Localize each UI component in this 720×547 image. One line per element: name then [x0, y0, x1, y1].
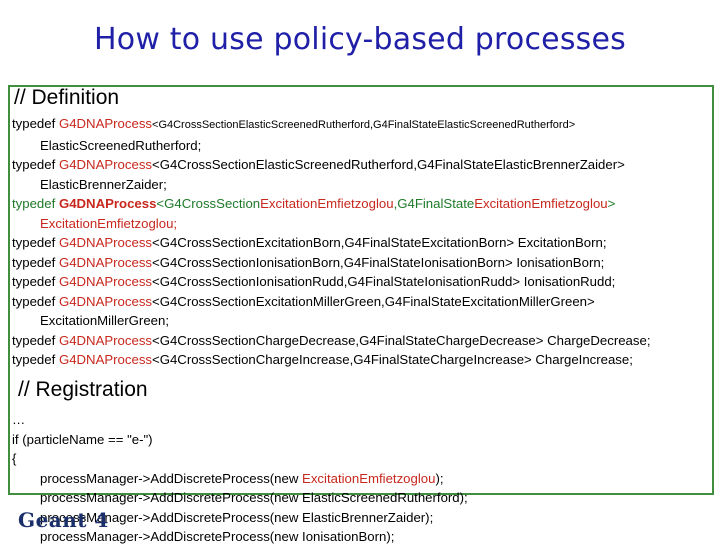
ellipsis: …	[12, 412, 26, 427]
content-frame	[8, 85, 714, 495]
typedef-name: ElasticBrennerZaider;	[40, 176, 167, 192]
typedef-name: ElasticScreenedRutherford;	[40, 137, 202, 153]
typedef-line: typedef G4DNAProcess<G4CrossSectionCharg…	[12, 332, 651, 348]
registration-heading: // Registration	[18, 378, 148, 401]
typedef-name: ExcitationEmfietzoglou;	[40, 215, 178, 231]
register-call: processManager->AddDiscreteProcess(new E…	[40, 490, 468, 505]
definition-heading: // Definition	[14, 86, 120, 109]
page-title: How to use policy-based processes	[94, 22, 626, 57]
definition-block: typedef G4DNAProcess<G4CrossSectionElast…	[12, 114, 712, 370]
typedef-line: typedef G4DNAProcess<G4CrossSectionExcit…	[12, 235, 607, 250]
typedef-line-highlight: typedef G4DNAProcess<G4CrossSectionExcit…	[12, 196, 616, 211]
typedef-line: typedef G4DNAProcess<G4CrossSectionExcit…	[12, 293, 595, 309]
typedef-line: typedef G4DNAProcess<G4CrossSectionIonis…	[12, 274, 616, 289]
register-call: processManager->AddDiscreteProcess(new E…	[40, 470, 444, 486]
typedef-line: typedef G4DNAProcess<G4CrossSectionElast…	[12, 116, 576, 131]
register-call: processManager->AddDiscreteProcess(new E…	[40, 509, 434, 525]
typedef-line: typedef G4DNAProcess<G4CrossSectionCharg…	[12, 352, 633, 367]
condition-line: if (particleName == "e-")	[12, 431, 153, 447]
typedef-line: typedef G4DNAProcess<G4CrossSectionElast…	[12, 157, 625, 172]
geant4-logo: Geant 4	[18, 508, 109, 532]
open-brace: {	[12, 451, 17, 466]
typedef-line: typedef G4DNAProcess<G4CrossSectionIonis…	[12, 254, 605, 270]
typedef-name: ExcitationMillerGreen;	[40, 313, 169, 328]
